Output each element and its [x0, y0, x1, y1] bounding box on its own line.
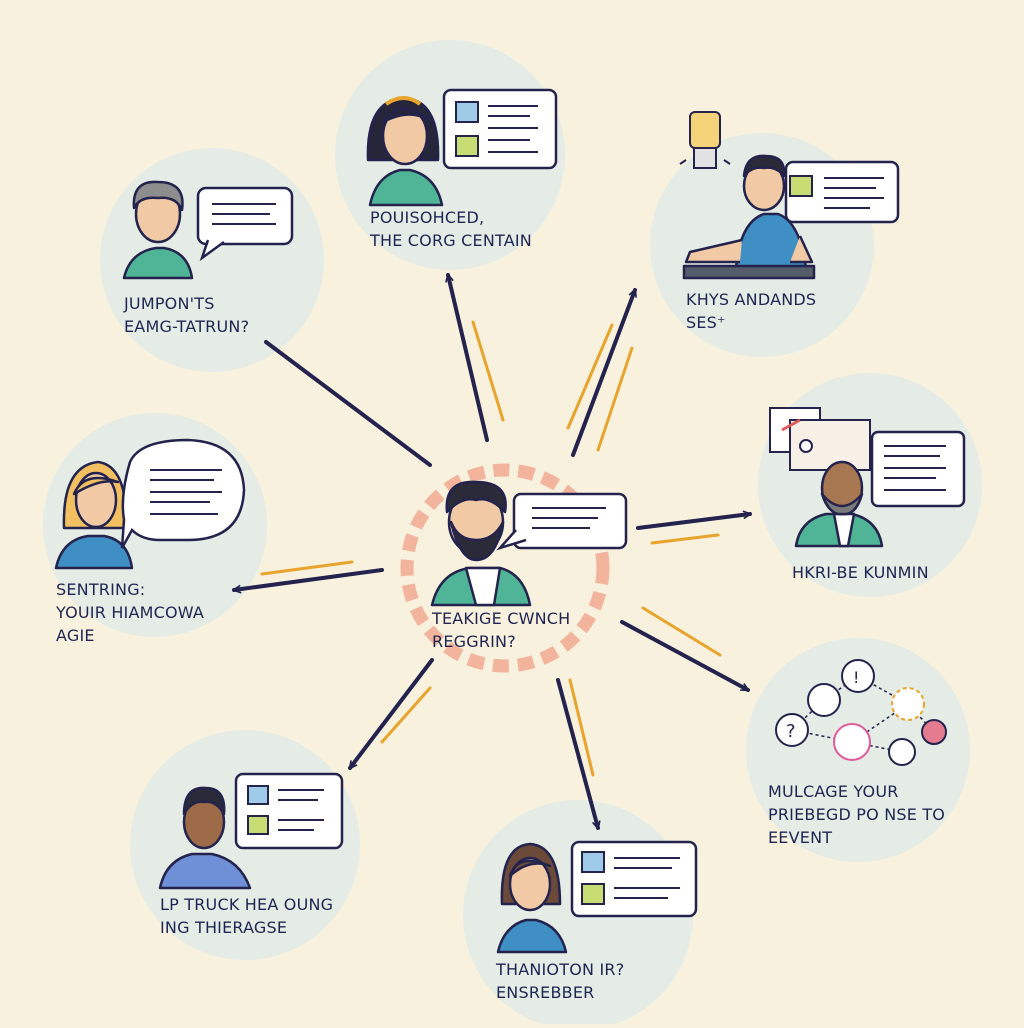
node-label-line: YOUIR HIAMCOWA: [56, 603, 205, 622]
node-label-line: KHYS ANDANDS: [686, 290, 817, 309]
left-speech-bubble: [120, 438, 246, 549]
node-label-line: EAMG-TATRUN?: [124, 317, 250, 336]
node-label-line: POUISOHCED,: [370, 208, 485, 227]
right-man-icon: [794, 460, 884, 548]
arrow-bottom-right: [620, 620, 748, 692]
arrow-right: [636, 514, 750, 530]
node-label-bottom-left: LP TRUCK HEA OUNG ING THIERAGSE: [160, 893, 333, 939]
top-chat-card: [442, 88, 558, 170]
node-label-line: PRIEBEGD PO NSE TO: [768, 805, 946, 824]
svg-text:?: ?: [786, 721, 796, 742]
top-woman-icon: [366, 96, 444, 207]
node-label-line: ENSREBBER: [496, 983, 595, 1002]
node-label-line: SES⁺: [686, 313, 726, 332]
top-left-man-icon: [122, 180, 194, 280]
node-label-left: SENTRING: YOUIR HIAMCOWA AGIE: [56, 578, 204, 647]
bottom-left-man-icon: [158, 786, 252, 890]
center-label: TEAKIGE CWNCH REGGRIN?: [432, 607, 570, 653]
right-chat-card: [870, 430, 966, 508]
left-woman-icon: [54, 460, 134, 570]
accent-lines: [260, 320, 722, 777]
node-label-top: POUISOHCED, THE CORG CENTAIN: [370, 206, 532, 252]
node-label-line: LP TRUCK HEA OUNG: [160, 895, 334, 914]
bottom-chat-card: [570, 840, 698, 918]
node-label-top-right: KHYS ANDANDS SES⁺: [686, 288, 816, 334]
arrow-top-right: [571, 290, 637, 457]
top-right-lightbulb-icon: [679, 111, 731, 169]
node-label-line: THANIOTON IR?: [496, 960, 625, 979]
arrow-bottom-left: [348, 658, 434, 768]
node-label-bottom: THANIOTON IR? ENSREBBER: [496, 958, 624, 1004]
top-left-speech-bubble: [196, 186, 294, 262]
center-label-line: REGGRIN?: [432, 632, 516, 651]
top-right-chat-card: [784, 160, 900, 224]
bottom-woman-icon: [496, 842, 568, 954]
arrow-top: [448, 275, 489, 442]
node-label-line: AGIE: [56, 626, 95, 645]
connector-top-left: [264, 340, 432, 467]
node-label-line: EEVENT: [768, 828, 833, 847]
center-chat-bubble: [496, 492, 628, 551]
arrow-left: [234, 568, 384, 590]
svg-text:!: !: [853, 668, 859, 687]
node-label-line: SENTRING:: [56, 580, 146, 599]
bottom-left-chat-card: [234, 772, 344, 850]
node-label-bottom-right: MULCAGE YOUR PRIEBEGD PO NSE TO EEVENT: [768, 780, 945, 849]
center-label-line: TEAKIGE CWNCH: [432, 609, 571, 628]
node-label-line: JUMPON'TS: [124, 294, 215, 313]
node-label-top-left: JUMPON'TS EAMG-TATRUN?: [124, 292, 249, 338]
center-dashed-ring: [400, 463, 610, 673]
arrow-bottom: [556, 678, 598, 828]
right-documents-icon: [769, 407, 871, 471]
node-label-line: ING THIERAGSE: [160, 918, 288, 937]
center-man-icon: [430, 480, 532, 607]
top-right-man-at-desk-icon: [682, 154, 816, 280]
node-label-right: HKRI-BE KUNMIN: [792, 561, 929, 584]
bottom-right-network-icon: ? !: [775, 659, 947, 766]
node-label-line: MULCAGE YOUR: [768, 782, 899, 801]
node-label-line: HKRI-BE KUNMIN: [792, 563, 929, 582]
node-label-line: THE CORG CENTAIN: [370, 231, 532, 250]
